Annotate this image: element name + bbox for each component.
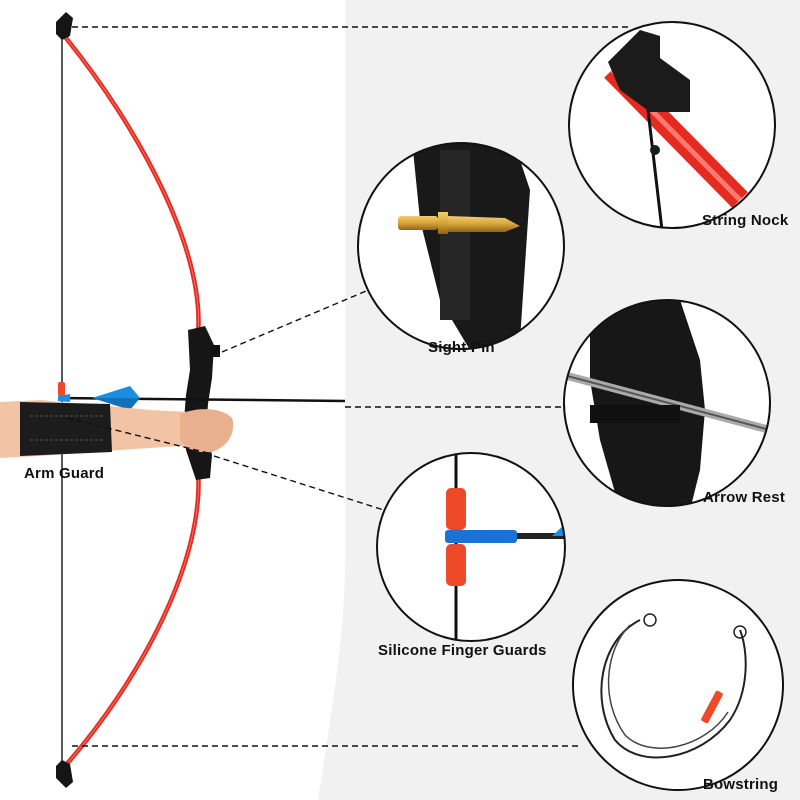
string-nock-label: String Nock bbox=[702, 212, 789, 229]
arrow-rest-label: Arrow Rest bbox=[703, 489, 786, 506]
sight-pin-detail bbox=[357, 142, 565, 350]
bowstring-label: Bowstring bbox=[703, 776, 779, 793]
arm-guard-strap bbox=[20, 402, 112, 456]
finger-guards-detail bbox=[376, 452, 566, 642]
finger-guards-label: Silicone Finger Guards bbox=[378, 642, 547, 659]
top-nock bbox=[56, 12, 73, 40]
string-nock-detail bbox=[568, 21, 776, 229]
arrow-rest-detail bbox=[563, 299, 771, 507]
bottom-nock bbox=[56, 760, 73, 788]
arm-guard-label: Arm Guard bbox=[24, 465, 105, 482]
arrow-fletching bbox=[92, 386, 140, 398]
sight-mount bbox=[211, 345, 220, 357]
bowstring-detail bbox=[572, 579, 784, 791]
callout-lines bbox=[66, 26, 628, 747]
sight-pin-label: Sight Pin bbox=[428, 339, 495, 356]
